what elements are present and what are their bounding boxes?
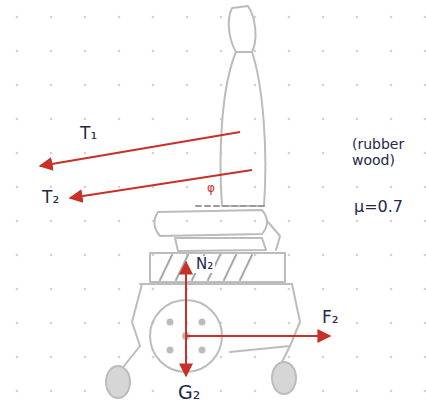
caster-fork	[124, 346, 140, 366]
force-label: G₂	[176, 382, 202, 404]
wheel-bolt	[168, 320, 173, 325]
friction-note: μ=0.7	[352, 198, 405, 216]
front-caster	[106, 366, 130, 398]
hatching	[160, 255, 252, 280]
force-label: F₂	[320, 308, 341, 328]
reference-line	[196, 205, 264, 207]
wheel-bolt	[200, 348, 205, 353]
seat-base	[150, 253, 285, 282]
force-label: N₂	[194, 256, 215, 273]
force-arrow-t1	[40, 132, 240, 166]
force-label: T₂	[40, 188, 61, 208]
armrest-support	[268, 222, 280, 250]
force-arrow-n2	[185, 262, 187, 336]
force-arrow-f2	[186, 335, 330, 337]
wheel-bolt	[200, 320, 205, 325]
force-arrow-g2	[185, 336, 187, 376]
wheel-bolt	[168, 348, 173, 353]
angle-label: φ	[205, 182, 217, 196]
force-label: T₁	[78, 124, 99, 144]
armrest	[175, 238, 266, 251]
headrest	[229, 6, 256, 52]
material-note: (rubber wood)	[350, 136, 420, 168]
caster-fork	[282, 346, 290, 362]
backrest	[221, 52, 266, 206]
seat-cushion	[154, 210, 267, 236]
rear-caster	[272, 362, 296, 394]
force-arrow-t2	[70, 170, 252, 198]
chassis	[132, 284, 300, 352]
